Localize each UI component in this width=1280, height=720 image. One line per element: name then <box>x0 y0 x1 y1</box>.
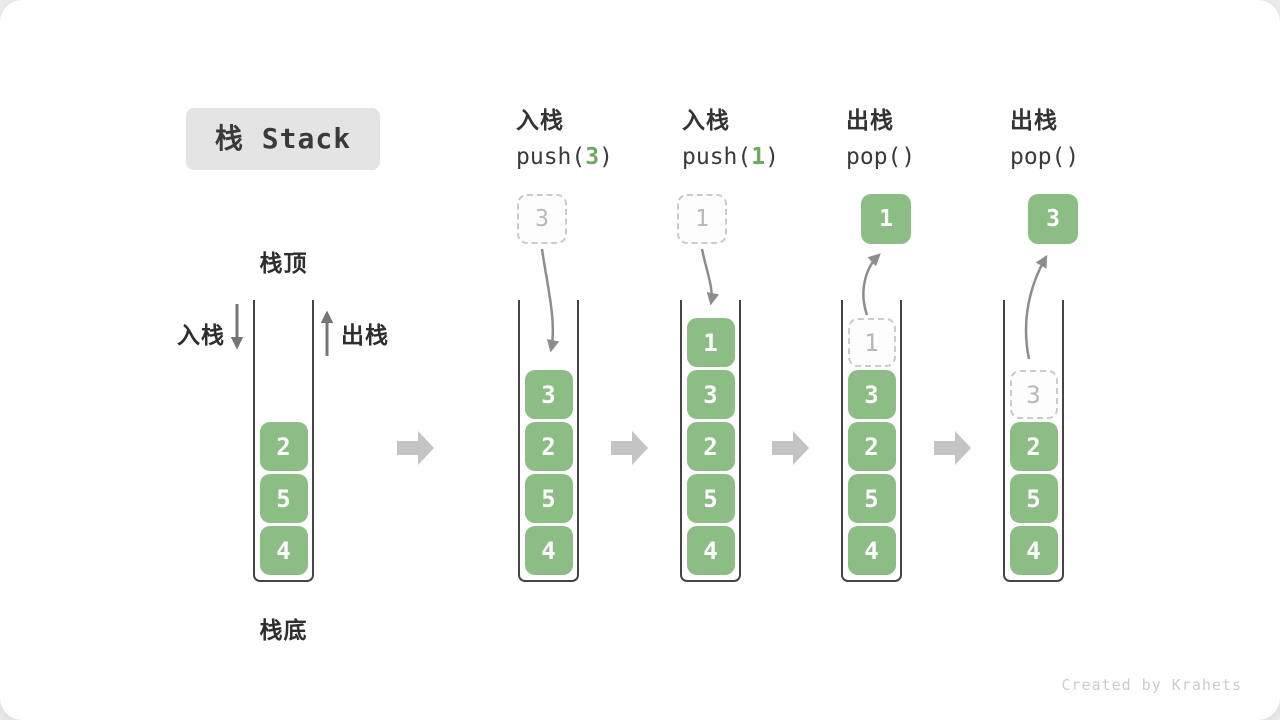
stack-cell: 2 <box>1009 422 1058 471</box>
code-prefix: pop() <box>1010 144 1080 170</box>
stack-cell: 2 <box>259 422 308 471</box>
stack-cell: 4 <box>524 526 573 575</box>
watermark: Created by Krahets <box>1061 676 1242 694</box>
stack-cell: 3 <box>686 370 735 419</box>
diagram-title: 栈 Stack <box>186 108 380 170</box>
stack-cell: 2 <box>847 422 896 471</box>
pushed-value-box: 3 <box>517 194 567 244</box>
flow-arrow-icon <box>397 431 434 465</box>
op-name-label: 入栈 <box>516 107 564 133</box>
op-code-label: push(1) <box>682 142 779 172</box>
op-code-label: push(3) <box>516 142 613 172</box>
flow-arrow-icon <box>772 431 809 465</box>
push-1-curve-arrow-icon <box>700 248 720 306</box>
op-header-push-3: 入栈 push(3) <box>516 106 613 172</box>
code-arg: 1 <box>751 144 766 170</box>
code-arg: 3 <box>585 144 600 170</box>
pop-direction-label: 出栈 <box>341 322 389 348</box>
stack-cell: 4 <box>847 526 896 575</box>
code-prefix: push( <box>516 144 586 170</box>
code-suffix: ) <box>765 144 779 170</box>
stack-cell: 4 <box>686 526 735 575</box>
op-code-label: pop() <box>846 142 915 172</box>
flow-arrow-icon <box>611 431 648 465</box>
stack-cell: 1 <box>686 318 735 367</box>
stack-cell: 4 <box>259 526 308 575</box>
pushed-value-box: 1 <box>677 194 727 244</box>
stack-cell: 5 <box>686 474 735 523</box>
stack-cell-ghost: 3 <box>1009 370 1058 419</box>
code-suffix: ) <box>599 144 613 170</box>
stack-cell: 3 <box>847 370 896 419</box>
stack-cell: 5 <box>524 474 573 523</box>
op-header-pop-1: 出栈 pop() <box>846 106 915 172</box>
stack-cell: 5 <box>259 474 308 523</box>
stack-cell: 2 <box>686 422 735 471</box>
stack-cell: 5 <box>847 474 896 523</box>
op-name-label: 出栈 <box>1010 107 1058 133</box>
op-header-pop-3: 出栈 pop() <box>1010 106 1079 172</box>
stack-bottom-label: 栈底 <box>259 617 308 643</box>
popped-value-box: 1 <box>861 194 911 244</box>
op-code-label: pop() <box>1010 142 1079 172</box>
stack-cell: 3 <box>524 370 573 419</box>
stack-cell: 2 <box>524 422 573 471</box>
popped-value-box: 3 <box>1028 194 1078 244</box>
op-header-push-1: 入栈 push(1) <box>682 106 779 172</box>
code-prefix: push( <box>682 144 752 170</box>
stack-cell-ghost: 1 <box>847 318 896 367</box>
op-name-label: 入栈 <box>682 107 730 133</box>
stack-top-label: 栈顶 <box>259 250 308 276</box>
flow-arrow-icon <box>934 431 971 465</box>
push-direction-label: 入栈 <box>177 322 225 348</box>
stack-cell: 5 <box>1009 474 1058 523</box>
op-name-label: 出栈 <box>846 107 894 133</box>
stack-cell: 4 <box>1009 526 1058 575</box>
code-prefix: pop() <box>846 144 916 170</box>
